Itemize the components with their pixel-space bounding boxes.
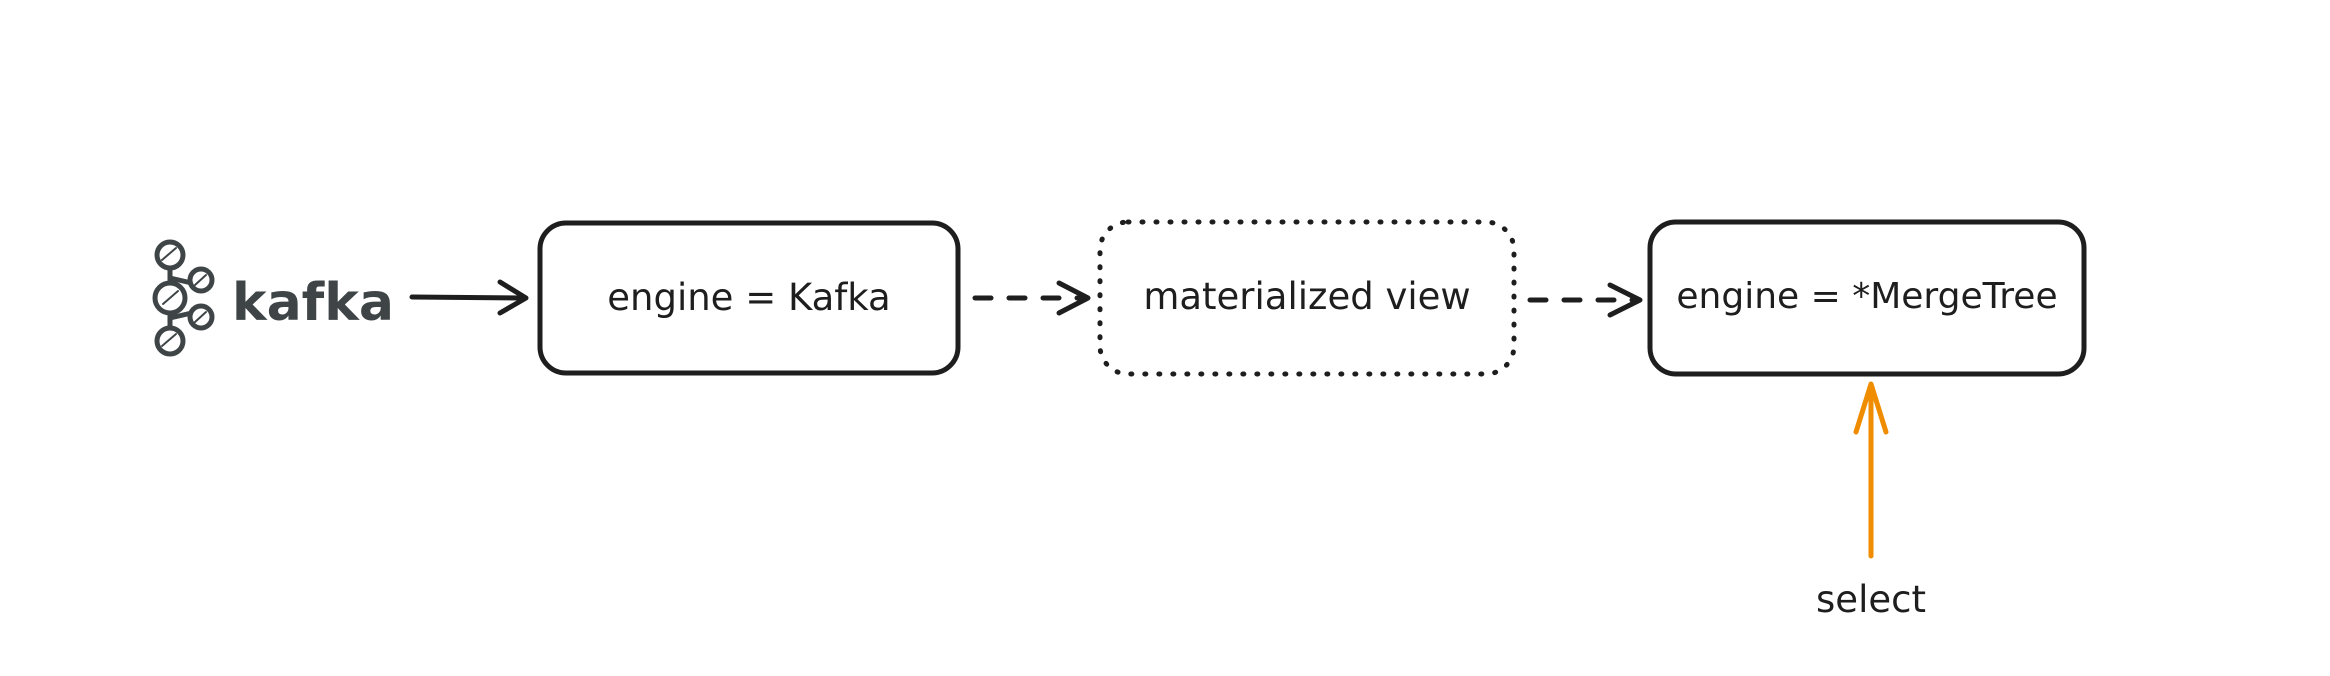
node-mergetree-engine-box [1647, 219, 2087, 377]
node-materialized-view-label: materialized view [1143, 275, 1471, 318]
select-query-label: select [1816, 578, 1926, 621]
arrow-view-to-mergetree [1527, 282, 1643, 318]
node-kafka-engine-label: engine = Kafka [607, 276, 891, 319]
node-kafka-engine-box [537, 220, 961, 376]
arrow-kafka-to-engine [409, 279, 529, 316]
kafka-logo-icon [152, 239, 215, 357]
node-mergetree-engine-label: engine = *MergeTree [1676, 276, 2058, 317]
arrow-kafka-engine-to-view [972, 280, 1091, 316]
arrow-select-to-mergetree [1853, 381, 1889, 559]
kafka-logo-text: kafka [232, 273, 394, 333]
node-materialized-view-box [1097, 219, 1517, 377]
